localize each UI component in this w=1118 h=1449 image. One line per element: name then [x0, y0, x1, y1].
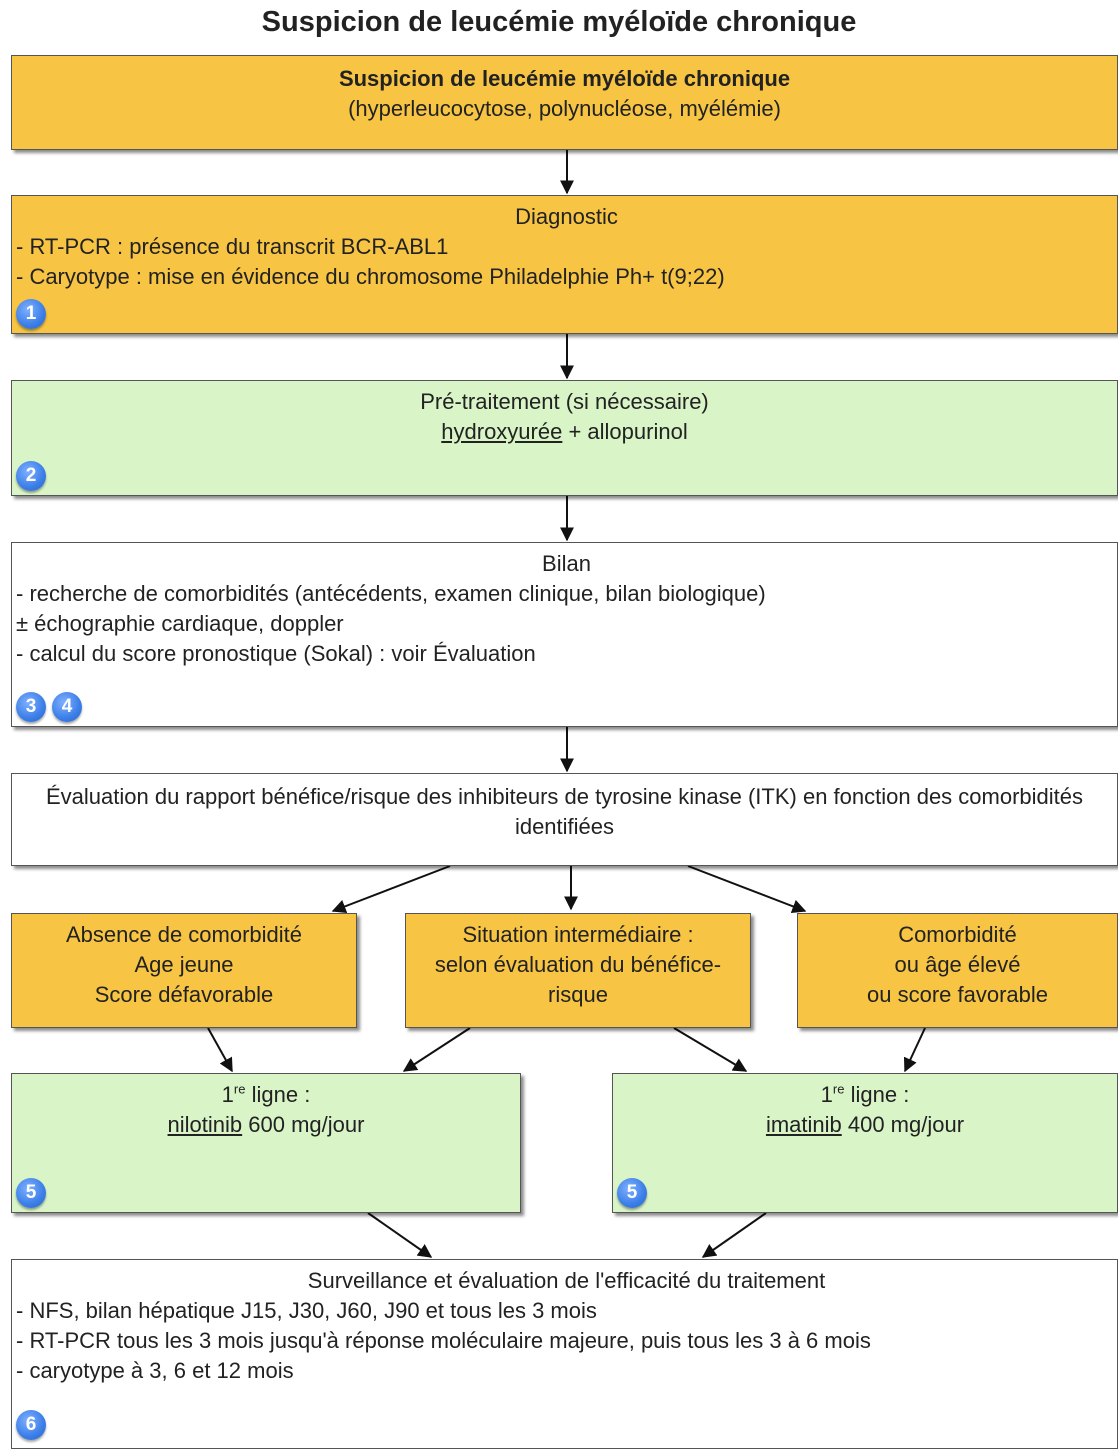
- bilan-heading: Bilan: [542, 551, 591, 576]
- box-evaluation: Évaluation du rapport bénéfice/risque de…: [11, 773, 1118, 866]
- page-title: Suspicion de leucémie myéloïde chronique: [261, 6, 857, 38]
- box-imatinib: 1re ligne : imatinib 400 mg/jour 5: [612, 1073, 1118, 1213]
- absence-line: Absence de comorbidité: [65, 922, 303, 947]
- absence-line: Score défavorable: [94, 982, 274, 1007]
- ligne-ordinal: re: [832, 1081, 845, 1097]
- arrow-intermediaire-imatinib: [673, 1027, 748, 1072]
- diagnostic-heading: Diagnostic: [515, 204, 618, 229]
- step-badge[interactable]: 1: [16, 299, 46, 329]
- comorbidite-line: Comorbidité: [898, 922, 1017, 947]
- step-badge[interactable]: 3: [16, 692, 46, 722]
- intermediaire-line: Situation intermédiaire :: [462, 922, 694, 947]
- nilotinib-link[interactable]: nilotinib: [167, 1112, 243, 1137]
- box-nilotinib: 1re ligne : nilotinib 600 mg/jour 5: [11, 1073, 521, 1213]
- box-suspicion: Suspicion de leucémie myéloïde chronique…: [11, 55, 1118, 150]
- badge-group: 3 4: [16, 692, 82, 722]
- arrow-intermediaire-nilotinib: [402, 1027, 471, 1072]
- diagnostic-line: - Caryotype : mise en évidence du chromo…: [16, 264, 725, 289]
- badge-group: 5: [617, 1178, 647, 1208]
- surveillance-line: - RT-PCR tous les 3 mois jusqu'à réponse…: [16, 1328, 871, 1353]
- suspicion-subtitle: (hyperleucocytose, polynucléose, myélémi…: [348, 96, 781, 121]
- arrow-nilotinib-surveillance: [367, 1212, 433, 1258]
- ligne-number: 1: [221, 1082, 234, 1107]
- pretraitement-rest: + allopurinol: [562, 419, 688, 444]
- surveillance-line: - caryotype à 3, 6 et 12 mois: [16, 1358, 294, 1383]
- arrow-imatinib-surveillance: [701, 1212, 767, 1258]
- bilan-line: ± échographie cardiaque, doppler: [16, 611, 344, 636]
- box-situation-intermediaire: Situation intermédiaire : selon évaluati…: [405, 913, 751, 1028]
- box-bilan: Bilan - recherche de comorbidités (antéc…: [11, 542, 1118, 727]
- arrow-absence-nilotinib: [207, 1027, 233, 1073]
- arrow-comorbidite-imatinib: [903, 1027, 926, 1073]
- step-badge[interactable]: 5: [16, 1178, 46, 1208]
- evaluation-text: Évaluation du rapport bénéfice/risque de…: [45, 784, 1084, 839]
- ligne-number: 1: [820, 1082, 833, 1107]
- box-diagnostic: Diagnostic - RT-PCR : présence du transc…: [11, 195, 1118, 334]
- intermediaire-line: selon évaluation du bénéfice-: [434, 952, 722, 977]
- arrow-evaluation-absence: [331, 865, 451, 914]
- ligne-ordinal: re: [233, 1081, 246, 1097]
- suspicion-heading: Suspicion de leucémie myéloïde chronique: [338, 66, 791, 91]
- ligne-label: ligne :: [844, 1082, 910, 1107]
- ligne-label: ligne :: [245, 1082, 311, 1107]
- imatinib-dose-line: imatinib 400 mg/jour: [613, 1110, 1117, 1140]
- box-comorbidite: Comorbidité ou âge élevé ou score favora…: [797, 913, 1118, 1028]
- surveillance-heading: Surveillance et évaluation de l'efficaci…: [307, 1268, 826, 1293]
- hydroxyuree-link[interactable]: hydroxyurée: [441, 419, 563, 444]
- step-badge[interactable]: 4: [52, 692, 82, 722]
- intermediaire-line: risque: [548, 982, 608, 1007]
- box-pretraitement: Pré-traitement (si nécessaire) hydroxyur…: [11, 380, 1118, 496]
- box-surveillance: Surveillance et évaluation de l'efficaci…: [11, 1259, 1118, 1449]
- imatinib-link[interactable]: imatinib: [765, 1112, 842, 1137]
- step-badge[interactable]: 2: [16, 461, 46, 491]
- step-badge[interactable]: 6: [16, 1410, 46, 1440]
- badge-group: 1: [16, 299, 46, 329]
- badge-group: 2: [16, 461, 46, 491]
- imatinib-dose: 400 mg/jour: [841, 1112, 965, 1137]
- badge-group: 6: [16, 1410, 46, 1440]
- bilan-line: - recherche de comorbidités (antécédents…: [16, 581, 766, 606]
- nilotinib-ligne: 1re ligne :: [12, 1080, 520, 1110]
- diagnostic-line: - RT-PCR : présence du transcrit BCR-ABL…: [16, 234, 449, 259]
- nilotinib-dose: 600 mg/jour: [242, 1112, 365, 1137]
- absence-line: Age jeune: [134, 952, 234, 977]
- bilan-line: - calcul du score pronostique (Sokal) : …: [16, 641, 536, 666]
- box-absence-comorbidite: Absence de comorbidité Age jeune Score d…: [11, 913, 357, 1028]
- comorbidite-line: ou score favorable: [867, 982, 1048, 1007]
- imatinib-ligne: 1re ligne :: [613, 1080, 1117, 1110]
- nilotinib-dose-line: nilotinib 600 mg/jour: [12, 1110, 520, 1140]
- surveillance-line: - NFS, bilan hépatique J15, J30, J60, J9…: [16, 1298, 597, 1323]
- step-badge[interactable]: 5: [617, 1178, 647, 1208]
- comorbidite-line: ou âge élevé: [894, 952, 1021, 977]
- badge-group: 5: [16, 1178, 46, 1208]
- pretraitement-heading: Pré-traitement (si nécessaire): [420, 389, 709, 414]
- pretraitement-drugs: hydroxyurée + allopurinol: [12, 417, 1117, 447]
- arrow-evaluation-comorbidite: [687, 865, 807, 914]
